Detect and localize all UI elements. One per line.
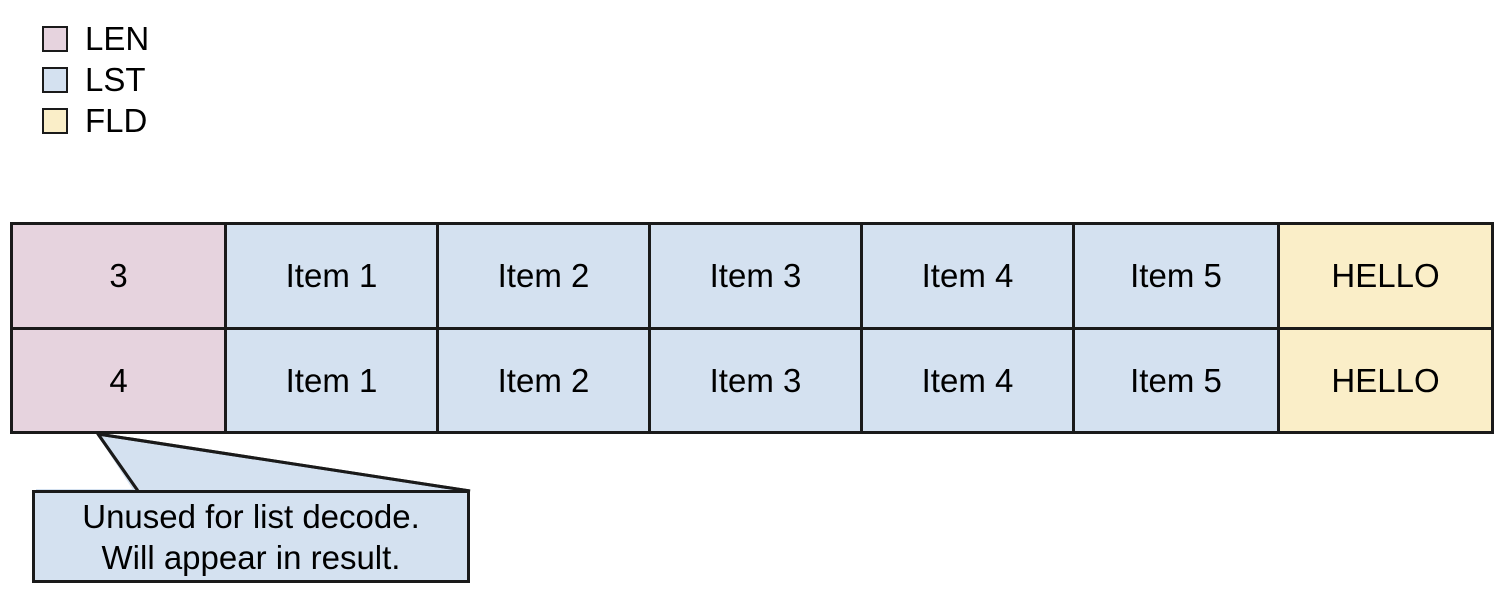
table-row: 4 Item 1 Item 2 Item 3 Item 4 Item 5 HEL…: [13, 326, 1491, 431]
cell-list-item: Item 2: [436, 329, 648, 431]
legend-item-lst: LST: [42, 59, 149, 100]
legend-item-len: LEN: [42, 18, 149, 59]
cell-list-item: Item 2: [436, 225, 648, 327]
cell-list-item: Item 3: [648, 225, 860, 327]
cell-len: 4: [13, 329, 224, 431]
cell-list-item: Item 1: [224, 329, 436, 431]
legend-label-len: LEN: [85, 20, 150, 57]
callout-box: Unused for list decode. Will appear in r…: [32, 490, 470, 583]
cell-field: HELLO: [1277, 225, 1491, 327]
legend-label-fld: FLD: [85, 102, 148, 139]
cell-list-item: Item 3: [648, 329, 860, 431]
cell-list-item: Item 4: [860, 329, 1072, 431]
encoding-layout-table: 3 Item 1 Item 2 Item 3 Item 4 Item 5 HEL…: [10, 222, 1494, 434]
cell-list-item: Item 5: [1072, 329, 1277, 431]
cell-len: 3: [13, 225, 224, 327]
legend-swatch-len: [42, 25, 68, 52]
callout-line-2: Will appear in result.: [101, 538, 401, 576]
cell-list-item: Item 5: [1072, 225, 1277, 327]
legend-swatch-lst: [42, 66, 68, 93]
table-row: 3 Item 1 Item 2 Item 3 Item 4 Item 5 HEL…: [13, 225, 1491, 327]
legend-label-lst: LST: [85, 61, 146, 98]
legend: LEN LST FLD: [42, 18, 149, 141]
callout-line-1: Unused for list decode.: [82, 497, 420, 535]
cell-list-item: Item 4: [860, 225, 1072, 327]
cell-field: HELLO: [1277, 329, 1491, 431]
legend-swatch-fld: [42, 107, 68, 134]
cell-list-item: Item 1: [224, 225, 436, 327]
legend-item-fld: FLD: [42, 100, 149, 141]
